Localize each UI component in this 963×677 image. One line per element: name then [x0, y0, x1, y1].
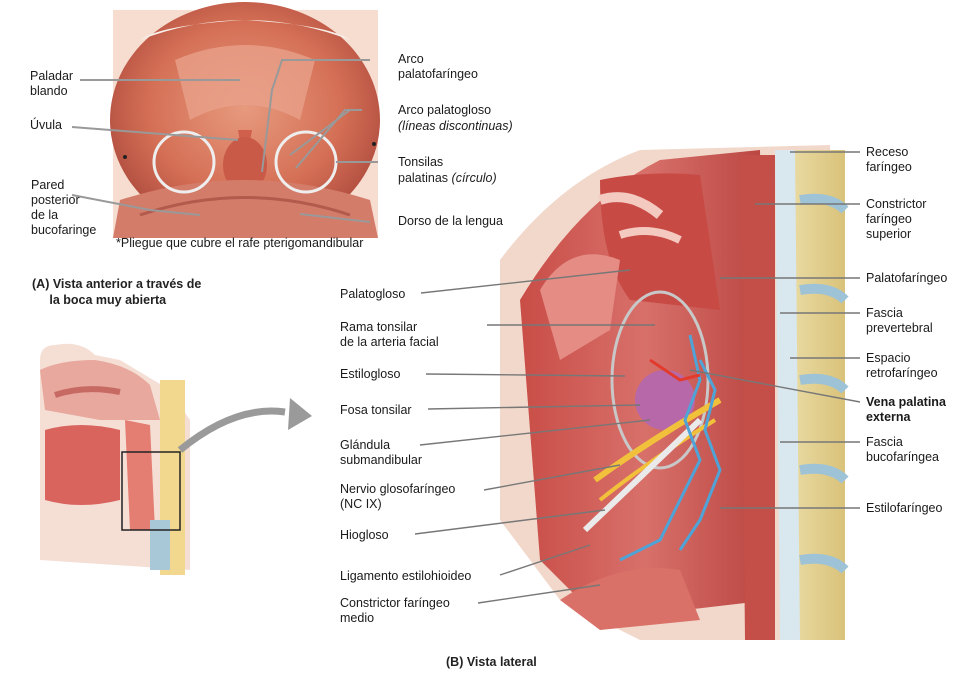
- label-glandula-submandibular: Glándula submandibular: [340, 438, 422, 468]
- label-fosa-tonsilar: Fosa tonsilar: [340, 403, 412, 418]
- label-palatofaringeo: Palatofaríngeo: [866, 271, 947, 286]
- label-fascia-bucofaringea: Fascia bucofaríngea: [866, 435, 939, 465]
- label-tonsilas-palatinas-line2: palatinas (círculo): [398, 171, 497, 186]
- label-espacio-retrofaringeo: Espacio retrofaríngeo: [866, 351, 938, 381]
- label-arco-palatofaringeo: Arco palatofaríngeo: [398, 52, 478, 82]
- zoom-arrow: [180, 398, 312, 450]
- label-dorso-lengua: Dorso de la lengua: [398, 214, 503, 229]
- caption-panel-b: (B) Vista lateral: [446, 654, 537, 670]
- footnote-pliegue: *Pliegue que cubre el rafe pterigomandib…: [116, 236, 363, 251]
- label-vena-palatina-externa: Vena palatina externa: [866, 395, 946, 425]
- label-circulo: (círculo): [452, 171, 497, 185]
- label-fascia-prevertebral: Fascia prevertebral: [866, 306, 933, 336]
- mouth-photo: [110, 2, 380, 238]
- label-palatinas: palatinas: [398, 171, 448, 185]
- lateral-dissection: [500, 145, 845, 640]
- label-pared-posterior: Pared posterior de la bucofaringe: [31, 178, 96, 238]
- caption-panel-a: (A) Vista anterior a través de la boca m…: [32, 276, 201, 308]
- label-paladar-blando: Paladar blando: [30, 69, 73, 99]
- label-palatogloso: Palatogloso: [340, 287, 405, 302]
- label-arco-palatogloso: Arco palatogloso: [398, 103, 491, 118]
- label-receso-faringeo: Receso faríngeo: [866, 145, 912, 175]
- label-uvula: Úvula: [30, 118, 62, 133]
- label-nervio-glosofaringeo: Nervio glosofaríngeo (NC IX): [340, 482, 455, 512]
- label-lineas-discontinuas: (líneas discontinuas): [398, 119, 513, 134]
- label-constrictor-medio: Constrictor faríngeo medio: [340, 596, 450, 626]
- label-hiogloso: Hiogloso: [340, 528, 389, 543]
- label-ligamento-estilohioideo: Ligamento estilohioideo: [340, 569, 471, 584]
- label-constrictor-superior: Constrictor faríngeo superior: [866, 197, 926, 242]
- label-estilogloso: Estilogloso: [340, 367, 400, 382]
- label-rama-tonsilar: Rama tonsilar de la arteria facial: [340, 320, 439, 350]
- label-estilofaringeo: Estilofaríngeo: [866, 501, 942, 516]
- label-tonsilas-palatinas: Tonsilas: [398, 155, 443, 170]
- head-thumbnail: [40, 344, 190, 575]
